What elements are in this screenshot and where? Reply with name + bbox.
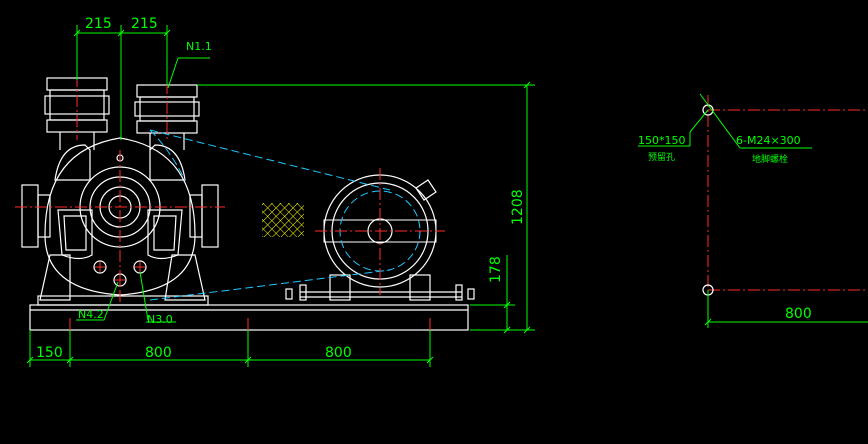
hole-caption: 预留孔 bbox=[648, 151, 675, 163]
coupling-hatch bbox=[262, 203, 304, 237]
dim-height-total: 1208 bbox=[510, 189, 526, 225]
base-plate bbox=[29, 304, 469, 331]
nozzle-n30-label: N3.0 bbox=[147, 313, 173, 326]
dimension-lines bbox=[26, 25, 868, 367]
dim-foundation-width: 800 bbox=[785, 306, 812, 322]
nozzle-n42-label: N4.2 bbox=[78, 308, 104, 321]
belt-hidden-lines bbox=[149, 129, 391, 301]
nozzle-n11-label: N1.1 bbox=[186, 40, 212, 53]
hole-size-label: 150*150 bbox=[638, 134, 686, 147]
dim-bottom-c: 800 bbox=[325, 345, 352, 361]
bolts-label: 6-M24×300 bbox=[736, 134, 801, 147]
dim-height-base: 178 bbox=[488, 256, 504, 283]
dim-top-right: 215 bbox=[131, 16, 158, 32]
dim-bottom-b: 800 bbox=[145, 345, 172, 361]
bolts-caption: 地脚螺栓 bbox=[752, 153, 788, 165]
dim-top-left: 215 bbox=[85, 16, 112, 32]
dim-bottom-a: 150 bbox=[36, 345, 63, 361]
centerlines bbox=[15, 75, 868, 340]
